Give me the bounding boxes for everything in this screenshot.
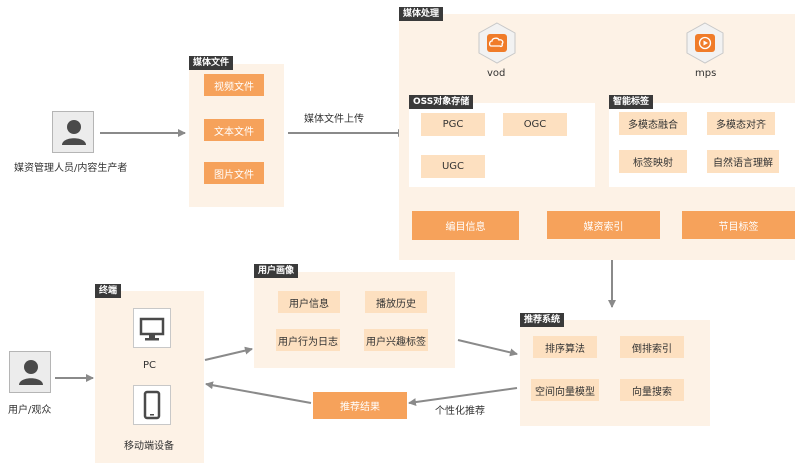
user-interest-tags-box: 用户兴趣标签 bbox=[364, 329, 428, 351]
arrow-profile-to-recommend bbox=[457, 339, 518, 357]
user-behavior-log-box: 用户行为日志 bbox=[276, 329, 340, 351]
video-file-box: 视频文件 bbox=[204, 74, 264, 96]
arrow-result-to-terminal bbox=[205, 381, 312, 404]
user-profile-title: 用户画像 bbox=[254, 264, 299, 278]
vod-label: vod bbox=[487, 68, 506, 79]
vod-cloud-icon bbox=[474, 20, 520, 66]
multimodal-fusion-box: 多模态融合 bbox=[619, 112, 687, 135]
personalized-recommend-label: 个性化推荐 bbox=[435, 406, 485, 417]
media-processing-title: 媒体处理 bbox=[399, 7, 444, 21]
program-tags-box: 节目标签 bbox=[682, 211, 795, 239]
ugc-box: UGC bbox=[421, 155, 485, 178]
multimodal-alignment-box: 多模态对齐 bbox=[707, 112, 775, 135]
mobile-phone-icon bbox=[133, 385, 171, 425]
text-file-box: 文本文件 bbox=[204, 119, 264, 141]
viewer-label: 用户/观众 bbox=[8, 405, 52, 416]
upload-label: 媒体文件上传 bbox=[304, 114, 364, 125]
pc-label: PC bbox=[143, 360, 157, 371]
oss-storage-title: OSS对象存储 bbox=[409, 95, 474, 109]
manager-avatar-icon bbox=[52, 111, 94, 153]
mps-media-icon bbox=[682, 20, 728, 66]
image-file-box: 图片文件 bbox=[204, 162, 264, 184]
nlu-box: 自然语言理解 bbox=[707, 150, 779, 173]
tag-mapping-box: 标签映射 bbox=[619, 150, 687, 173]
terminal-title: 终端 bbox=[95, 284, 122, 298]
mobile-label: 移动端设备 bbox=[124, 441, 174, 452]
media-index-box: 媒资索引 bbox=[547, 211, 660, 239]
arrow-terminal-to-profile bbox=[204, 346, 253, 361]
pgc-box: PGC bbox=[421, 113, 485, 136]
recommend-result-box: 推荐结果 bbox=[313, 392, 407, 419]
mps-label: mps bbox=[695, 68, 717, 79]
recommendation-title: 推荐系统 bbox=[520, 313, 565, 327]
vector-space-model-box: 空间向量模型 bbox=[531, 379, 599, 401]
viewer-avatar-icon bbox=[9, 351, 51, 393]
pc-monitor-icon bbox=[133, 308, 171, 348]
ogc-box: OGC bbox=[503, 113, 567, 136]
user-profile-panel bbox=[254, 272, 455, 368]
inverted-index-box: 倒排索引 bbox=[620, 336, 684, 358]
user-info-box: 用户信息 bbox=[278, 291, 340, 313]
vector-search-box: 向量搜索 bbox=[620, 379, 684, 401]
play-history-box: 播放历史 bbox=[365, 291, 427, 313]
manager-label: 媒资管理人员/内容生产者 bbox=[14, 163, 128, 174]
smart-tags-title: 智能标签 bbox=[609, 95, 654, 109]
arrow-recommend-to-result bbox=[408, 387, 518, 406]
catalog-info-box: 编目信息 bbox=[412, 211, 519, 240]
ranking-algorithm-box: 排序算法 bbox=[533, 336, 597, 358]
media-files-title: 媒体文件 bbox=[189, 56, 234, 70]
